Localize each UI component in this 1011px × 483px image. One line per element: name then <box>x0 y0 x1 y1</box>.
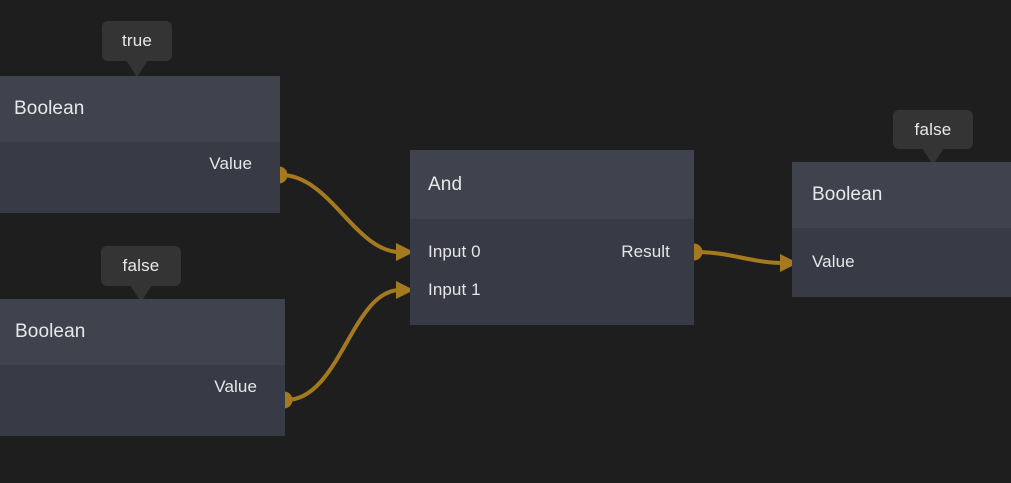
tooltip-pointer-boolean-bottom <box>130 285 152 302</box>
node-boolean-top[interactable]: Boolean Value <box>0 76 280 213</box>
edge-boolean-top-to-and-input0 <box>279 173 402 254</box>
node-boolean-result-body: Value <box>792 228 1011 297</box>
port-boolean-result-value[interactable]: Value <box>812 252 855 272</box>
tooltip-pointer-boolean-result <box>922 148 944 165</box>
node-boolean-result-title: Boolean <box>812 184 883 205</box>
port-boolean-bottom-value-label: Value <box>214 377 257 396</box>
node-and[interactable]: And Input 0 Input 1 Result <box>410 150 694 325</box>
tooltip-boolean-top-label: true <box>121 31 153 50</box>
tooltip-boolean-result: false <box>893 110 973 165</box>
port-boolean-bottom-value[interactable]: Value <box>214 377 257 397</box>
port-boolean-top-value-label: Value <box>209 154 252 173</box>
port-and-input-1-label: Input 1 <box>428 280 481 299</box>
node-boolean-bottom-title: Boolean <box>15 321 86 342</box>
node-boolean-top-body: Value <box>0 142 280 213</box>
node-and-body: Input 0 Input 1 Result <box>410 219 694 325</box>
edge-boolean-bottom-to-and-input1 <box>284 288 402 402</box>
tooltip-boolean-result-label: false <box>914 119 952 139</box>
tooltip-pointer-boolean-top <box>126 60 148 77</box>
node-boolean-top-header[interactable]: Boolean <box>0 76 280 142</box>
node-boolean-bottom[interactable]: Boolean Value <box>0 299 285 436</box>
port-and-input-1[interactable]: Input 1 <box>428 280 481 300</box>
tooltip-boolean-bottom: false <box>101 246 181 302</box>
port-boolean-top-value[interactable]: Value <box>209 154 252 174</box>
port-and-input-0-label: Input 0 <box>428 242 481 261</box>
port-and-input-0[interactable]: Input 0 <box>428 242 481 262</box>
port-and-result[interactable]: Result <box>621 242 670 262</box>
node-and-header[interactable]: And <box>410 150 694 219</box>
node-boolean-top-title: Boolean <box>14 98 85 119</box>
node-and-title: And <box>428 173 463 195</box>
node-boolean-result-header[interactable]: Boolean <box>792 162 1011 228</box>
edge-and-result-to-boolean-result-value <box>694 250 786 265</box>
node-boolean-bottom-header[interactable]: Boolean <box>0 299 285 365</box>
node-boolean-bottom-body: Value <box>0 365 285 436</box>
port-boolean-result-value-label: Value <box>812 252 855 271</box>
node-boolean-result[interactable]: Boolean Value <box>792 162 1011 297</box>
tooltip-boolean-top: true <box>102 21 172 77</box>
port-and-result-label: Result <box>621 242 670 261</box>
tooltip-boolean-bottom-label: false <box>122 256 160 275</box>
